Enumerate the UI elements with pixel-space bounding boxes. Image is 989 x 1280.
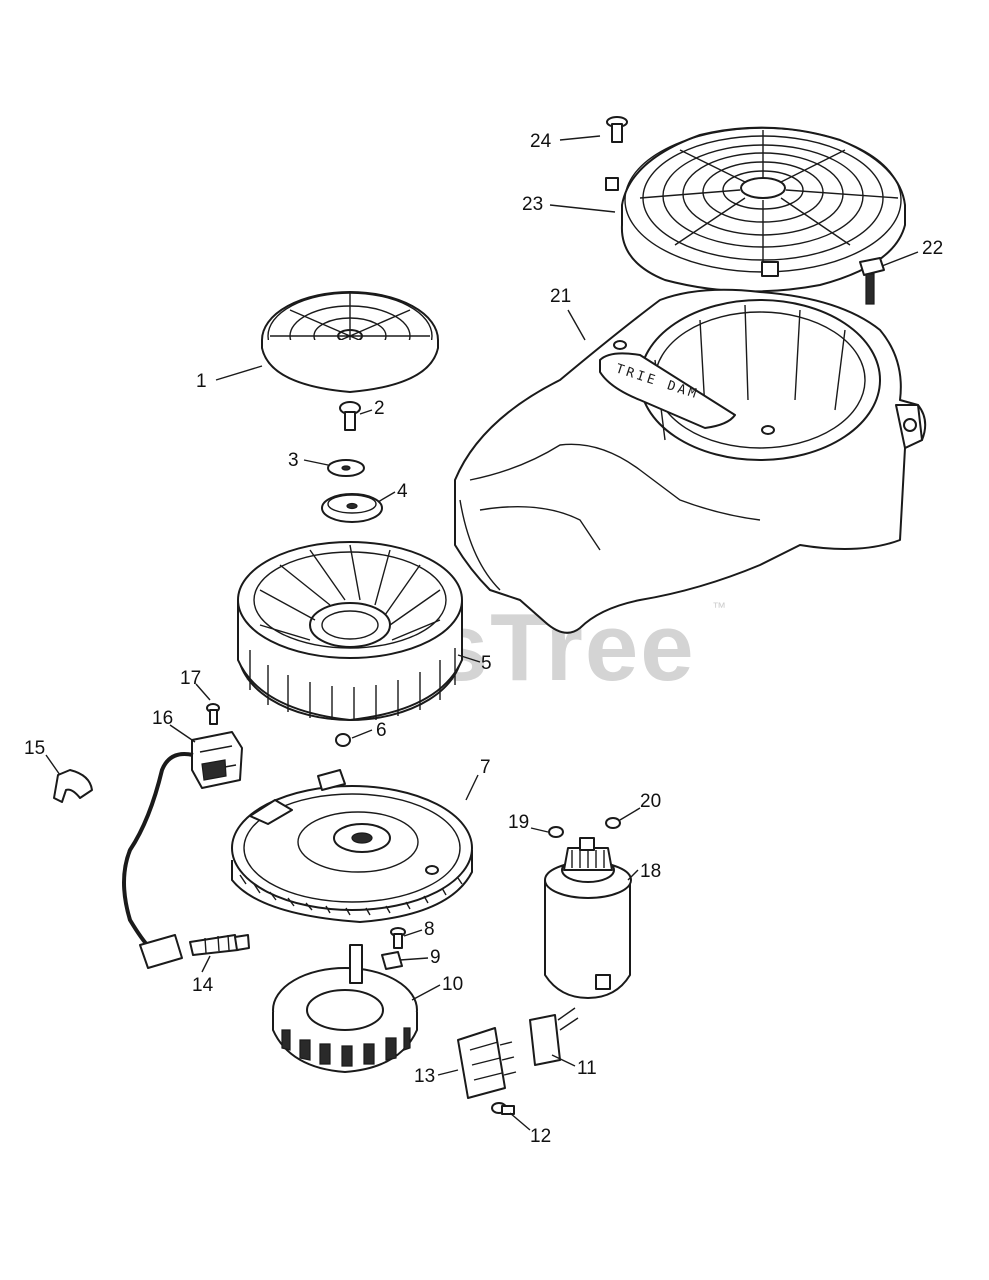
part-8-screw[interactable] (390, 927, 406, 949)
part-17-screw[interactable] (206, 703, 220, 725)
part-22-bolt[interactable] (859, 257, 885, 305)
callout-22[interactable]: 22 (922, 238, 943, 259)
part-7-flywheel[interactable] (231, 769, 473, 923)
part-20-nut[interactable] (605, 817, 621, 829)
part-13-regulator[interactable] (457, 1027, 517, 1099)
callout-16[interactable]: 16 (152, 708, 173, 729)
callouts: 1 2 3 4 5 6 7 8 9 10 11 12 13 14 15 16 1… (24, 131, 943, 1147)
part-19-nut[interactable] (548, 826, 564, 838)
callout-4[interactable]: 4 (397, 481, 408, 502)
callout-24[interactable]: 24 (530, 131, 552, 152)
part-11-rectifier[interactable] (529, 1007, 579, 1066)
part-10-stator[interactable] (272, 944, 418, 1073)
watermark-trademark: ™ (712, 599, 726, 615)
part-6-nut[interactable] (335, 733, 351, 747)
callout-21[interactable]: 21 (550, 286, 571, 307)
part-16-ignition-module[interactable] (122, 731, 243, 969)
part-3-washer[interactable] (327, 459, 365, 477)
callout-8[interactable]: 8 (424, 919, 435, 940)
callout-20[interactable]: 20 (640, 791, 661, 812)
part-23-grille-cover[interactable] (605, 126, 906, 293)
part-2-screw[interactable] (339, 401, 361, 431)
callout-17[interactable]: 17 (180, 668, 201, 689)
part-15-clip[interactable] (53, 769, 93, 803)
part-1-rotating-screen[interactable] (261, 291, 439, 393)
callout-10[interactable]: 10 (442, 974, 463, 995)
part-4-fan-retainer[interactable] (321, 493, 383, 523)
part-24-screw[interactable] (606, 116, 628, 143)
leader-lines (45, 135, 919, 1131)
callout-12[interactable]: 12 (530, 1126, 551, 1147)
callout-15[interactable]: 15 (24, 738, 45, 759)
callout-11[interactable]: 11 (577, 1058, 597, 1079)
callout-23[interactable]: 23 (522, 194, 543, 215)
callout-13[interactable]: 13 (414, 1066, 435, 1087)
callout-1[interactable]: 1 (196, 371, 207, 392)
callout-5[interactable]: 5 (481, 653, 492, 674)
callout-19[interactable]: 19 (508, 812, 529, 833)
part-14-spark-plug[interactable] (189, 934, 250, 956)
callout-3[interactable]: 3 (288, 450, 299, 471)
part-18-starter-motor[interactable] (544, 837, 632, 999)
callout-9[interactable]: 9 (430, 947, 441, 968)
callout-7[interactable]: 7 (480, 757, 491, 778)
callout-14[interactable]: 14 (192, 975, 214, 996)
part-9-clip[interactable] (381, 951, 403, 970)
callout-18[interactable]: 18 (640, 861, 661, 882)
part-5-cooling-fan[interactable] (237, 541, 463, 721)
callout-2[interactable]: 2 (374, 398, 385, 419)
part-21-blower-housing[interactable]: TRIE DAM (454, 288, 927, 634)
callout-6[interactable]: 6 (376, 720, 387, 741)
part-12-screw[interactable] (491, 1102, 515, 1115)
